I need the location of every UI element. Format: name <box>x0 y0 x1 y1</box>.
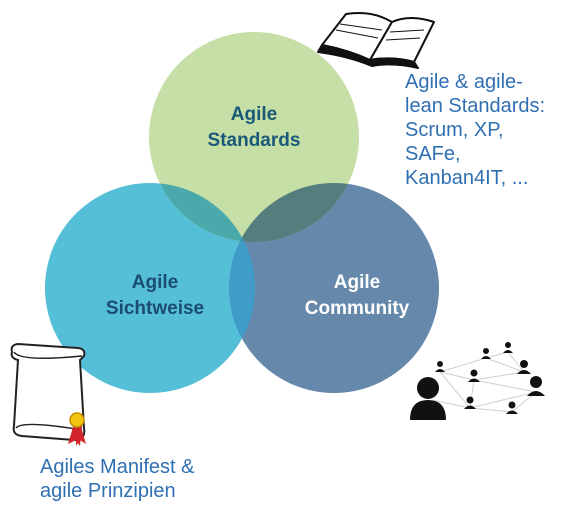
overlap-standards-community <box>229 183 359 242</box>
standards-note-line: SAFe, <box>405 143 461 165</box>
label-community-line1: Agile <box>334 272 380 293</box>
label-sichtweise-line1: Agile <box>132 272 178 293</box>
standards-note: Agile & agile- lean Standards: Scrum, XP… <box>405 70 545 190</box>
people-network-icon <box>410 342 545 420</box>
scroll-with-seal-icon <box>10 342 86 446</box>
open-book-icon <box>317 12 435 69</box>
manifest-note-line: agile Prinzipien <box>40 480 176 502</box>
label-community-line2: Community <box>305 298 410 319</box>
standards-note-line: Scrum, XP, <box>405 119 504 141</box>
manifest-note: Agiles Manifest & agile Prinzipien <box>40 455 195 503</box>
label-sichtweise-line2: Sichtweise <box>106 298 204 319</box>
label-standards-line2: Standards <box>208 130 301 151</box>
manifest-note-line: Agiles Manifest & <box>40 456 195 478</box>
standards-note-line: lean Standards: <box>405 95 546 117</box>
label-standards-line1: Agile <box>231 104 277 125</box>
standards-note-line: Agile & agile- <box>405 71 523 93</box>
standards-note-line: Kanban4IT, ... <box>405 167 529 189</box>
circle-sichtweise <box>45 183 255 393</box>
